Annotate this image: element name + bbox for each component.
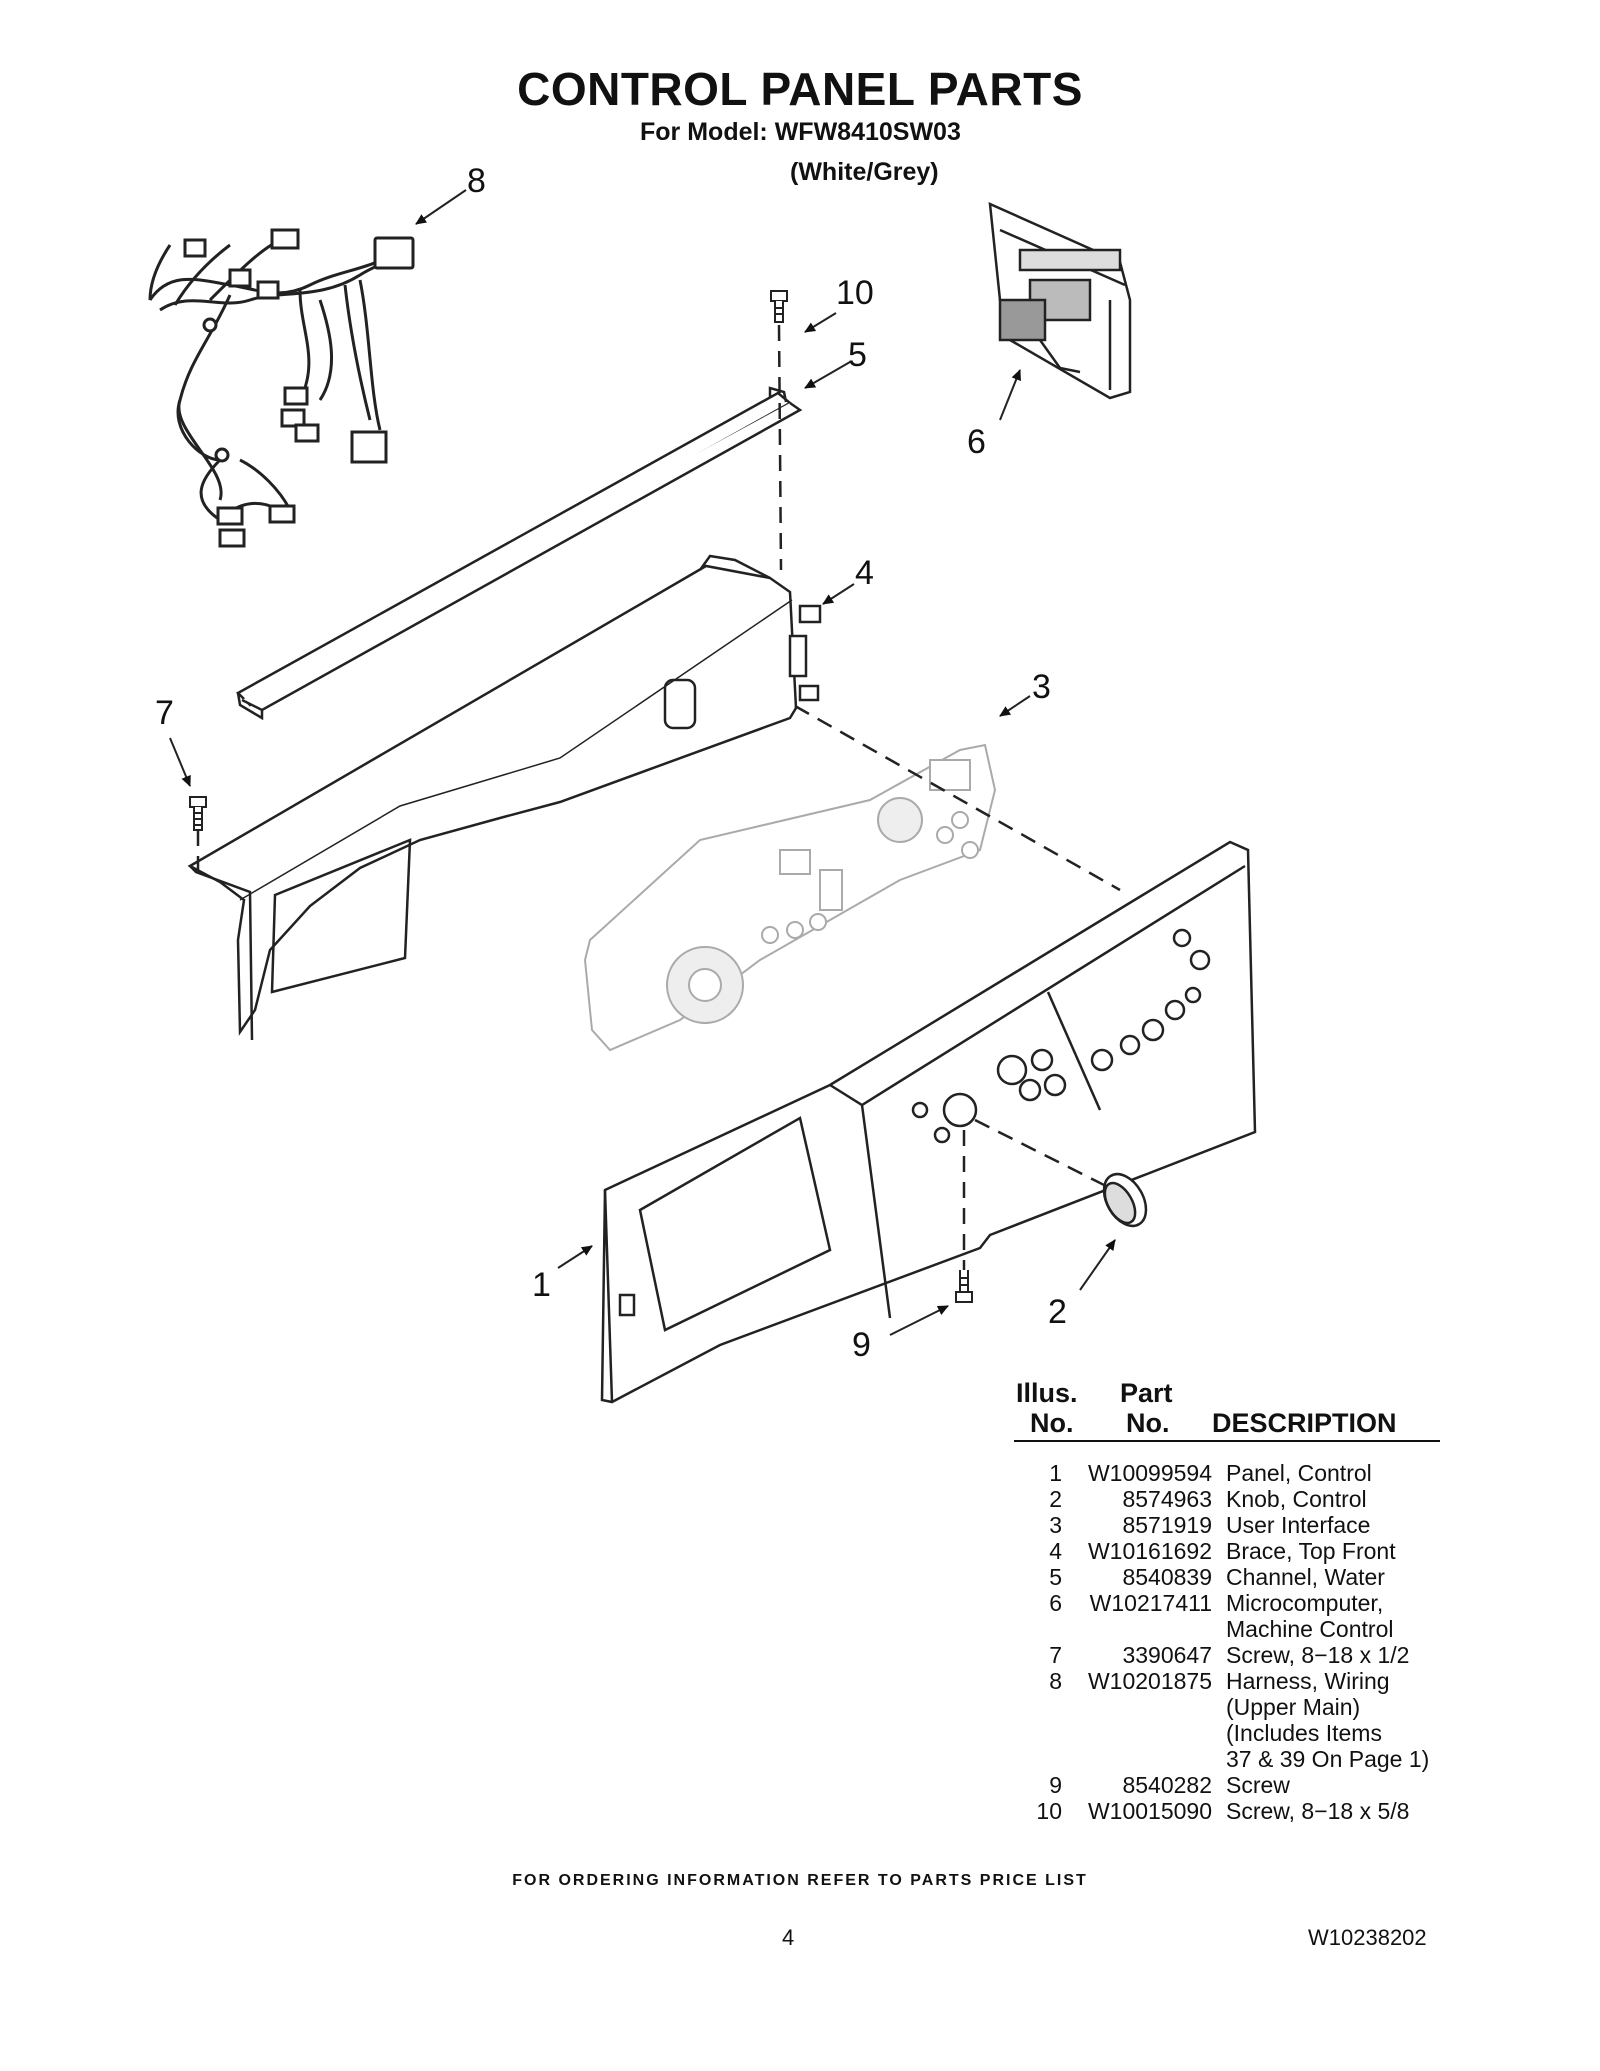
color-line: (White/Grey) [790,158,939,186]
table-row: 2 8574963 Knob, Control [1010,1486,1460,1512]
part-description: Machine Control [1226,1616,1394,1642]
part-no: 3390647 [1122,1642,1212,1668]
table-row: (Upper Main) [1010,1694,1460,1720]
model-line: For Model: WFW8410SW03 [640,118,961,146]
callout-8: 8 [467,162,486,200]
part-description: Microcomputer, [1226,1590,1384,1616]
illus-no [1010,1746,1062,1772]
table-row: (Includes Items [1010,1720,1460,1746]
header-rule [1014,1440,1440,1442]
callout-4: 4 [855,554,874,592]
illus-no: 9 [1049,1772,1062,1798]
illus-no: 1 [1049,1460,1062,1486]
microcomputer-machine-control [988,201,1132,400]
illus-no: 3 [1049,1512,1062,1538]
table-row: 6 W10217411 Microcomputer, [1010,1590,1460,1616]
callout-5: 5 [848,336,867,374]
illus-no: 4 [1049,1538,1062,1564]
callout-10: 10 [836,274,874,312]
part-no: W10201875 [1087,1668,1212,1694]
part-description: Screw, 8−18 x 1/2 [1226,1642,1410,1668]
illus-no [1010,1616,1062,1642]
screw-part-7 [189,796,207,831]
callout-2: 2 [1048,1293,1067,1331]
ordering-note: FOR ORDERING INFORMATION REFER TO PARTS … [512,1872,1088,1889]
header-illus-line2: No. [1030,1408,1074,1438]
part-description: Panel, Control [1226,1460,1372,1486]
part-no [1062,1746,1226,1772]
illus-no: 8 [1049,1668,1062,1694]
part-no: 8540282 [1122,1772,1212,1798]
screw-part-9 [955,1270,973,1303]
illus-no: 10 [1036,1798,1062,1824]
illus-no: 7 [1049,1642,1062,1668]
part-no: 8571919 [1122,1512,1212,1538]
part-description: User Interface [1226,1512,1371,1538]
part-no: 8540839 [1122,1564,1212,1590]
callout-3: 3 [1032,668,1051,706]
table-row: 9 8540282 Screw [1010,1772,1460,1798]
callout-arrows [169,189,1116,1336]
document-id: W10238202 [1308,1925,1427,1950]
header-part-line2: No. [1126,1408,1170,1438]
header-illus-line1: Illus. [1016,1378,1078,1408]
table-row: 10 W10015090 Screw, 8−18 x 5/8 [1010,1798,1460,1824]
illus-no [1010,1720,1062,1746]
part-description: (Includes Items [1226,1720,1382,1746]
exploded-parts-diagram: 8 10 5 6 4 7 3 1 2 9 [148,162,1257,1404]
part-no: W10161692 [1087,1538,1212,1564]
part-description: (Upper Main) [1226,1694,1361,1720]
part-description: Screw [1226,1772,1290,1798]
table-row: 4 W10161692 Brace, Top Front [1010,1538,1460,1564]
illus-no [1010,1694,1062,1720]
header-part-line1: Part [1120,1378,1173,1408]
part-description: 37 & 39 On Page 1) [1226,1746,1430,1772]
screw-part-10 [770,290,788,323]
part-no: W10099594 [1087,1460,1212,1486]
part-description: Brace, Top Front [1226,1538,1396,1564]
part-no [1062,1616,1226,1642]
callout-1: 1 [532,1266,551,1304]
control-knob [1102,1172,1148,1228]
part-description: Channel, Water [1226,1564,1385,1590]
top-front-brace [187,554,822,1041]
table-row: 8 W10201875 Harness, Wiring [1010,1668,1460,1694]
part-no [1062,1720,1226,1746]
page-number: 4 [782,1925,795,1950]
part-no [1062,1694,1226,1720]
part-no: W10217411 [1089,1590,1212,1616]
table-row: 5 8540839 Channel, Water [1010,1564,1460,1590]
control-panel [600,840,1257,1404]
table-row: 7 3390647 Screw, 8−18 x 1/2 [1010,1642,1460,1668]
table-row: 3 8571919 User Interface [1010,1512,1460,1538]
table-row: Machine Control [1010,1616,1460,1642]
part-no: 8574963 [1122,1486,1212,1512]
part-description: Screw, 8−18 x 5/8 [1226,1798,1410,1824]
callout-6: 6 [967,423,986,461]
user-interface-board [583,743,997,1052]
header-description: DESCRIPTION [1212,1408,1397,1438]
water-channel [235,386,803,721]
illus-no: 5 [1049,1564,1062,1590]
wiring-harness [148,228,415,548]
part-no: W10015090 [1087,1798,1212,1824]
table-row: 37 & 39 On Page 1) [1010,1746,1460,1772]
part-description: Harness, Wiring [1226,1668,1390,1694]
table-row: 1 W10099594 Panel, Control [1010,1460,1460,1486]
illus-no: 2 [1049,1486,1062,1512]
page-title: CONTROL PANEL PARTS [517,63,1083,115]
illus-no: 6 [1049,1590,1062,1616]
callout-9: 9 [852,1326,871,1364]
assembly-lines [196,324,1121,1270]
part-description: Knob, Control [1226,1486,1367,1512]
callout-7: 7 [155,694,174,732]
